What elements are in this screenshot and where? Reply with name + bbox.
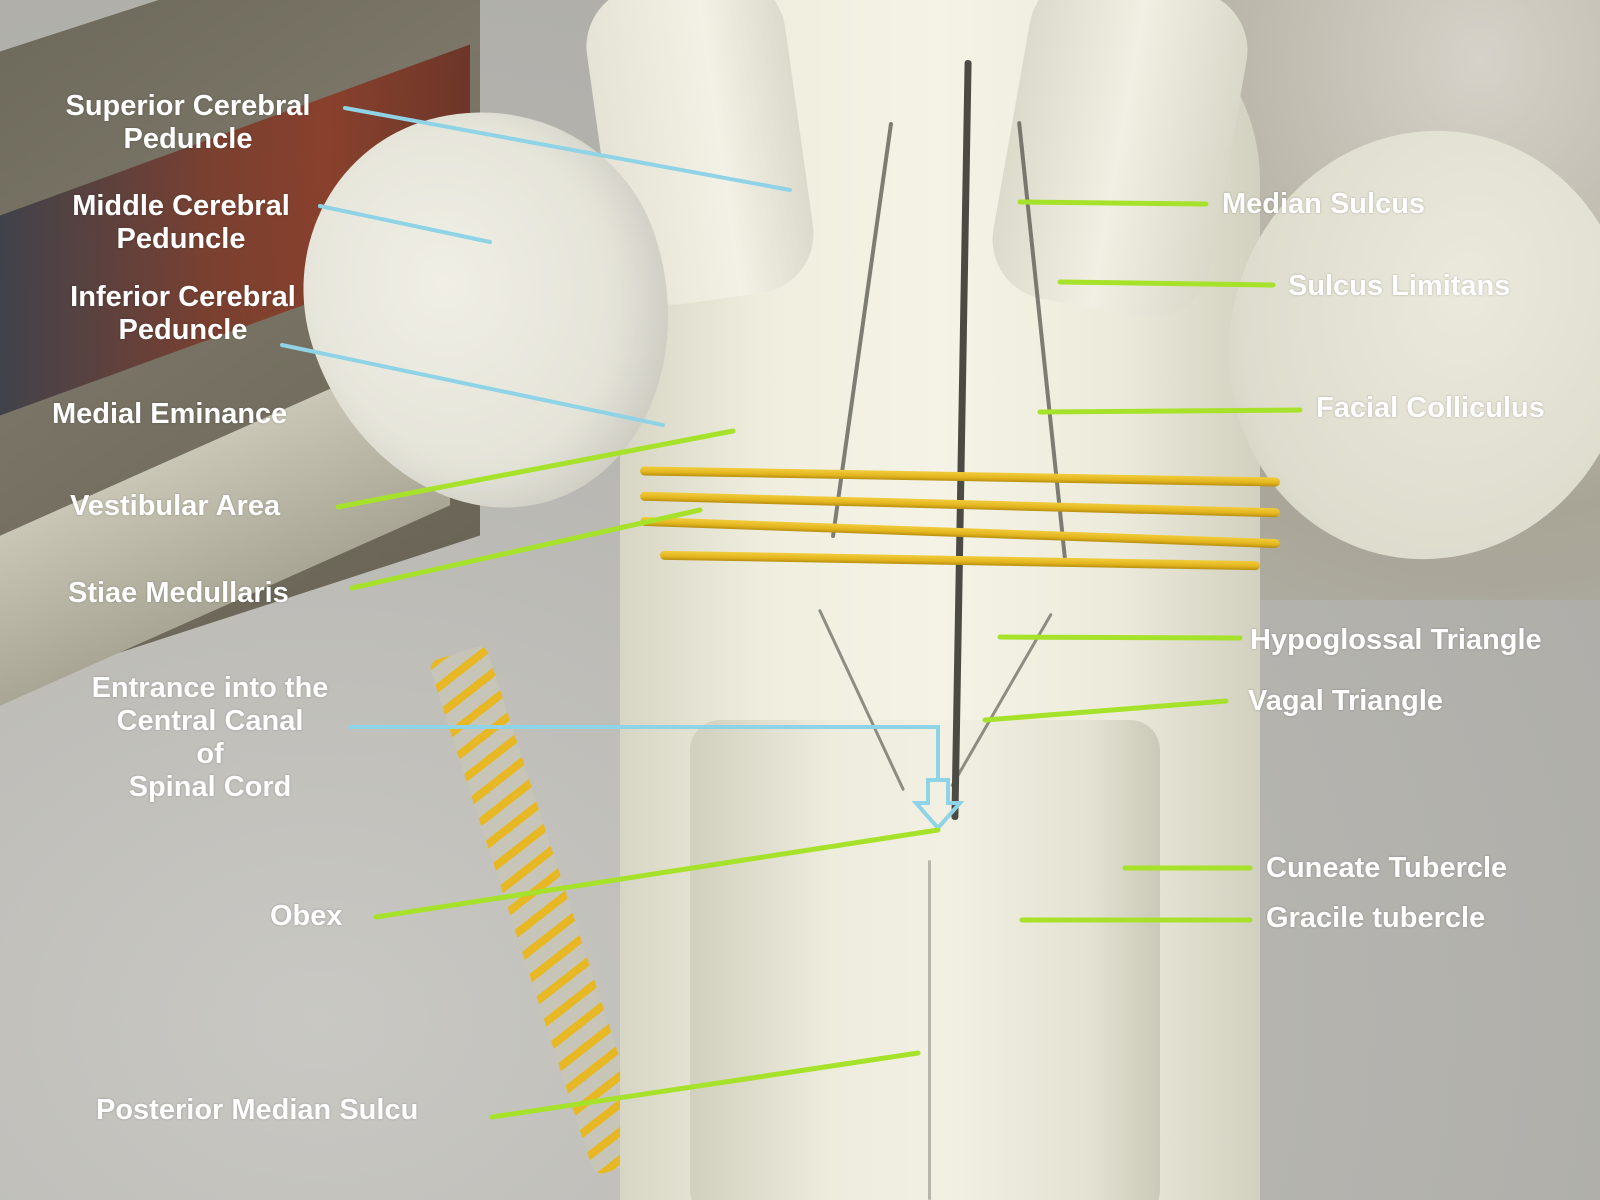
label-sulcus-limitans: Sulcus Limitans [1288, 270, 1510, 303]
label-line: Peduncle [123, 123, 253, 155]
medulla-model [690, 720, 1160, 1200]
label-line: Stiae Medullaris [68, 577, 289, 609]
leader-central-canal [348, 725, 940, 782]
leader-inferior-peduncle [280, 343, 665, 427]
label-line: Median Sulcus [1222, 188, 1426, 220]
label-line: Peduncle [118, 314, 248, 346]
label-line: of [196, 738, 224, 770]
label-vagal-triangle: Vagal Triangle [1248, 685, 1443, 718]
leader-vestibular-area [335, 428, 736, 510]
label-line: Middle Cerebral [72, 190, 290, 222]
label-central-canal-entrance: Entrance into the Central Canal of Spina… [70, 672, 350, 804]
leader-superior-peduncle [343, 106, 792, 192]
label-facial-colliculus: Facial Colliculus [1316, 392, 1545, 425]
leader-facial-colliculus [1037, 407, 1303, 415]
label-medial-eminance: Medial Eminance [52, 398, 287, 431]
leader-median-sulcus [1017, 199, 1209, 207]
label-line: Inferior Cerebral [70, 281, 296, 313]
label-line: Vagal Triangle [1248, 685, 1444, 717]
label-median-sulcus: Median Sulcus [1222, 188, 1425, 221]
leader-obex [373, 827, 941, 920]
label-line: Vestibular Area [70, 490, 281, 522]
leader-vagal-triangle [982, 698, 1229, 723]
label-superior-cerebral-peduncle: Superior Cerebral Peduncle [47, 90, 329, 156]
label-posterior-median-sulcus: Posterior Median Sulcu [96, 1094, 418, 1127]
leader-hypoglossal-triangle [997, 634, 1243, 641]
leader-posterior-median-sulcus [489, 1050, 921, 1120]
label-line: Obex [270, 900, 343, 932]
label-line: Superior Cerebral [65, 90, 311, 122]
label-cuneate-tubercle: Cuneate Tubercle [1266, 852, 1507, 885]
label-line: Central Canal [116, 705, 304, 737]
leader-stiae-medullaris [349, 507, 703, 591]
label-line: Gracile tubercle [1266, 902, 1486, 934]
label-hypoglossal-triangle: Hypoglossal Triangle [1250, 624, 1542, 657]
label-line: Facial Colliculus [1316, 392, 1545, 424]
label-inferior-cerebral-peduncle: Inferior Cerebral Peduncle [53, 281, 313, 347]
label-line: Spinal Cord [128, 771, 292, 803]
label-line: Sulcus Limitans [1288, 270, 1511, 302]
label-line: Peduncle [116, 223, 246, 255]
label-middle-cerebral-peduncle: Middle Cerebral Peduncle [55, 190, 307, 256]
label-stiae-medullaris: Stiae Medullaris [68, 577, 289, 610]
leader-middle-peduncle [318, 204, 492, 244]
posterior-median-groove [928, 860, 931, 1200]
label-line: Medial Eminance [52, 398, 288, 430]
label-line: Cuneate Tubercle [1266, 852, 1508, 884]
label-obex: Obex [270, 900, 343, 933]
label-line: Hypoglossal Triangle [1250, 624, 1542, 656]
label-gracile-tubercle: Gracile tubercle [1266, 902, 1485, 935]
label-line: Entrance into the [91, 672, 329, 704]
label-line: Posterior Median Sulcu [96, 1094, 419, 1126]
arrow-down-icon [911, 778, 965, 832]
leader-sulcus-limitans [1057, 279, 1276, 288]
label-vestibular-area: Vestibular Area [70, 490, 280, 523]
